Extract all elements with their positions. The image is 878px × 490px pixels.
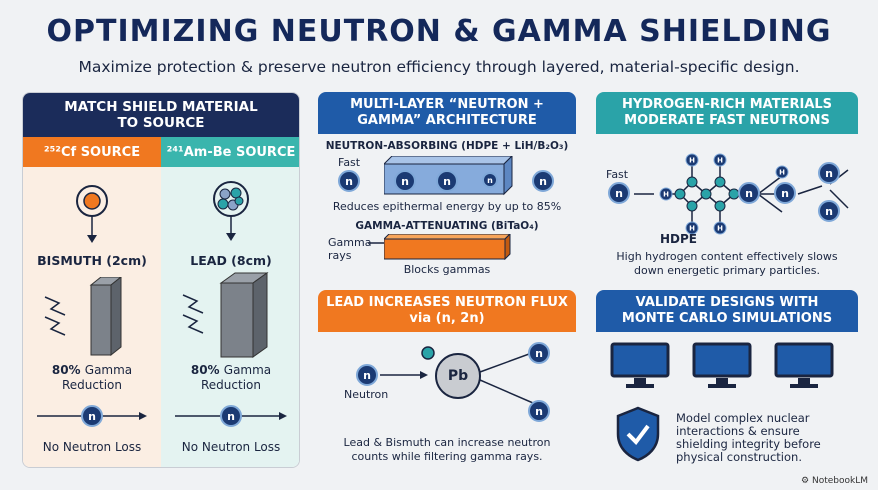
reduce-text: Reduces epithermal energy by up to 85% [332, 200, 562, 213]
cf-source-label: ²⁵²Cf SOURCE [23, 137, 161, 167]
monitor-icon [610, 342, 670, 388]
am-footer: No Neutron Loss [181, 440, 281, 454]
atom-cluster-icon [213, 181, 249, 241]
panel-match-shield-header: MATCH SHIELD MATERIAL TO SOURCE [23, 93, 299, 137]
hdpe-label: HDPE [660, 232, 697, 246]
cf-material-label: BISMUTH (2cm) [37, 253, 147, 268]
lead-block-icon [182, 272, 269, 358]
fast-neutron-icon: n [338, 170, 360, 192]
blocks-gammas-text: Blocks gammas [403, 263, 491, 276]
monte-carlo-caption: Model complex nuclear interactions & ens… [676, 411, 821, 464]
am-reduction-pct: 80% Gamma [190, 363, 272, 377]
incoming-arrow [380, 371, 428, 379]
slab-neutron-1: n [394, 170, 416, 192]
am-source-label: ²⁴¹Am-Be SOURCE [161, 137, 299, 167]
cf-reduction-pct: 80% Gamma [51, 363, 133, 377]
column-am-source: ²⁴¹Am-Be SOURCE LEAD (8cm) 80% Gamma Red… [161, 137, 299, 467]
slab-neutron-2: n [436, 170, 458, 192]
output-neutron-2: n [528, 400, 550, 422]
h-atom-label: H [663, 191, 669, 199]
cf-footer: No Neutron Loss [42, 440, 142, 454]
pb-reaction-diagram [421, 346, 544, 408]
bismuth-block-icon [44, 277, 122, 357]
h-atom-label: H [717, 157, 723, 165]
am-reduction-label: Reduction [201, 378, 261, 392]
monitor-icon [774, 342, 834, 388]
shield-check-icon [616, 406, 660, 462]
page-title: OPTIMIZING NEUTRON & GAMMA SHIELDING [46, 14, 832, 49]
incoming-neutron-icon: n [356, 364, 378, 386]
h-atom-label: H [779, 169, 785, 177]
panel-multi-layer: MULTI-LAYER “NEUTRON + GAMMA” ARCHITECTU… [318, 92, 576, 282]
hydrogen-mid-neutron-2: n [774, 182, 796, 204]
hydrogen-fast-neutron: n [608, 182, 630, 204]
gamma-label: GAMMA-ATTENUATING (BiTaO₄) [355, 220, 539, 232]
neutron-label: Neutron [344, 388, 389, 401]
cf-reduction-label: Reduction [62, 378, 122, 392]
h-atom-label: H [717, 225, 723, 233]
am-neutron-icon: n [220, 405, 242, 427]
panel-match-shield: MATCH SHIELD MATERIAL TO SOURCE ²⁵²Cf SO… [22, 92, 300, 468]
hydrogen-fast-label: Fast [606, 168, 629, 181]
brand-label: ⚙ NotebookLM [801, 476, 868, 486]
panel-multi-layer-header: MULTI-LAYER “NEUTRON + GAMMA” ARCHITECTU… [318, 92, 576, 134]
radiation-source-icon [76, 185, 108, 243]
bitao4-slab [384, 234, 511, 260]
fast-label: Fast [338, 156, 361, 169]
pb-label: Pb [447, 368, 469, 384]
hdpe-molecule-diagram: HH HH HH H [634, 153, 849, 235]
hydrogen-out-neutron-1: n [818, 162, 840, 184]
slab-neutron-3: n [482, 172, 498, 188]
h-atom-label: H [689, 225, 695, 233]
hydrogen-out-neutron-2: n [818, 200, 840, 222]
output-neutron-1: n [528, 342, 550, 364]
page-subtitle: Maximize protection & preserve neutron e… [78, 58, 800, 76]
lead-caption-1: Lead & Bismuth can increase neutron [343, 436, 551, 449]
absorb-label: NEUTRON-ABSORBING (HDPE + LiH/B₂O₃) [325, 140, 569, 152]
lead-caption-2: counts while filtering gamma rays. [351, 450, 543, 463]
h-atom-label: H [689, 157, 695, 165]
exit-neutron-icon: n [532, 170, 554, 192]
am-material-label: LEAD (8cm) [190, 253, 272, 268]
hydrogen-caption-2: down energetic primary particles. [634, 264, 820, 277]
column-cf-source: ²⁵²Cf SOURCE BISMUTH (2cm) 80% Gamma Red… [23, 137, 161, 467]
hydrogen-caption-1: High hydrogen content effectively slows [616, 250, 838, 263]
monitor-icon [692, 342, 752, 388]
hydrogen-mid-neutron: n [738, 182, 760, 204]
cf-neutron-icon: n [81, 405, 103, 427]
